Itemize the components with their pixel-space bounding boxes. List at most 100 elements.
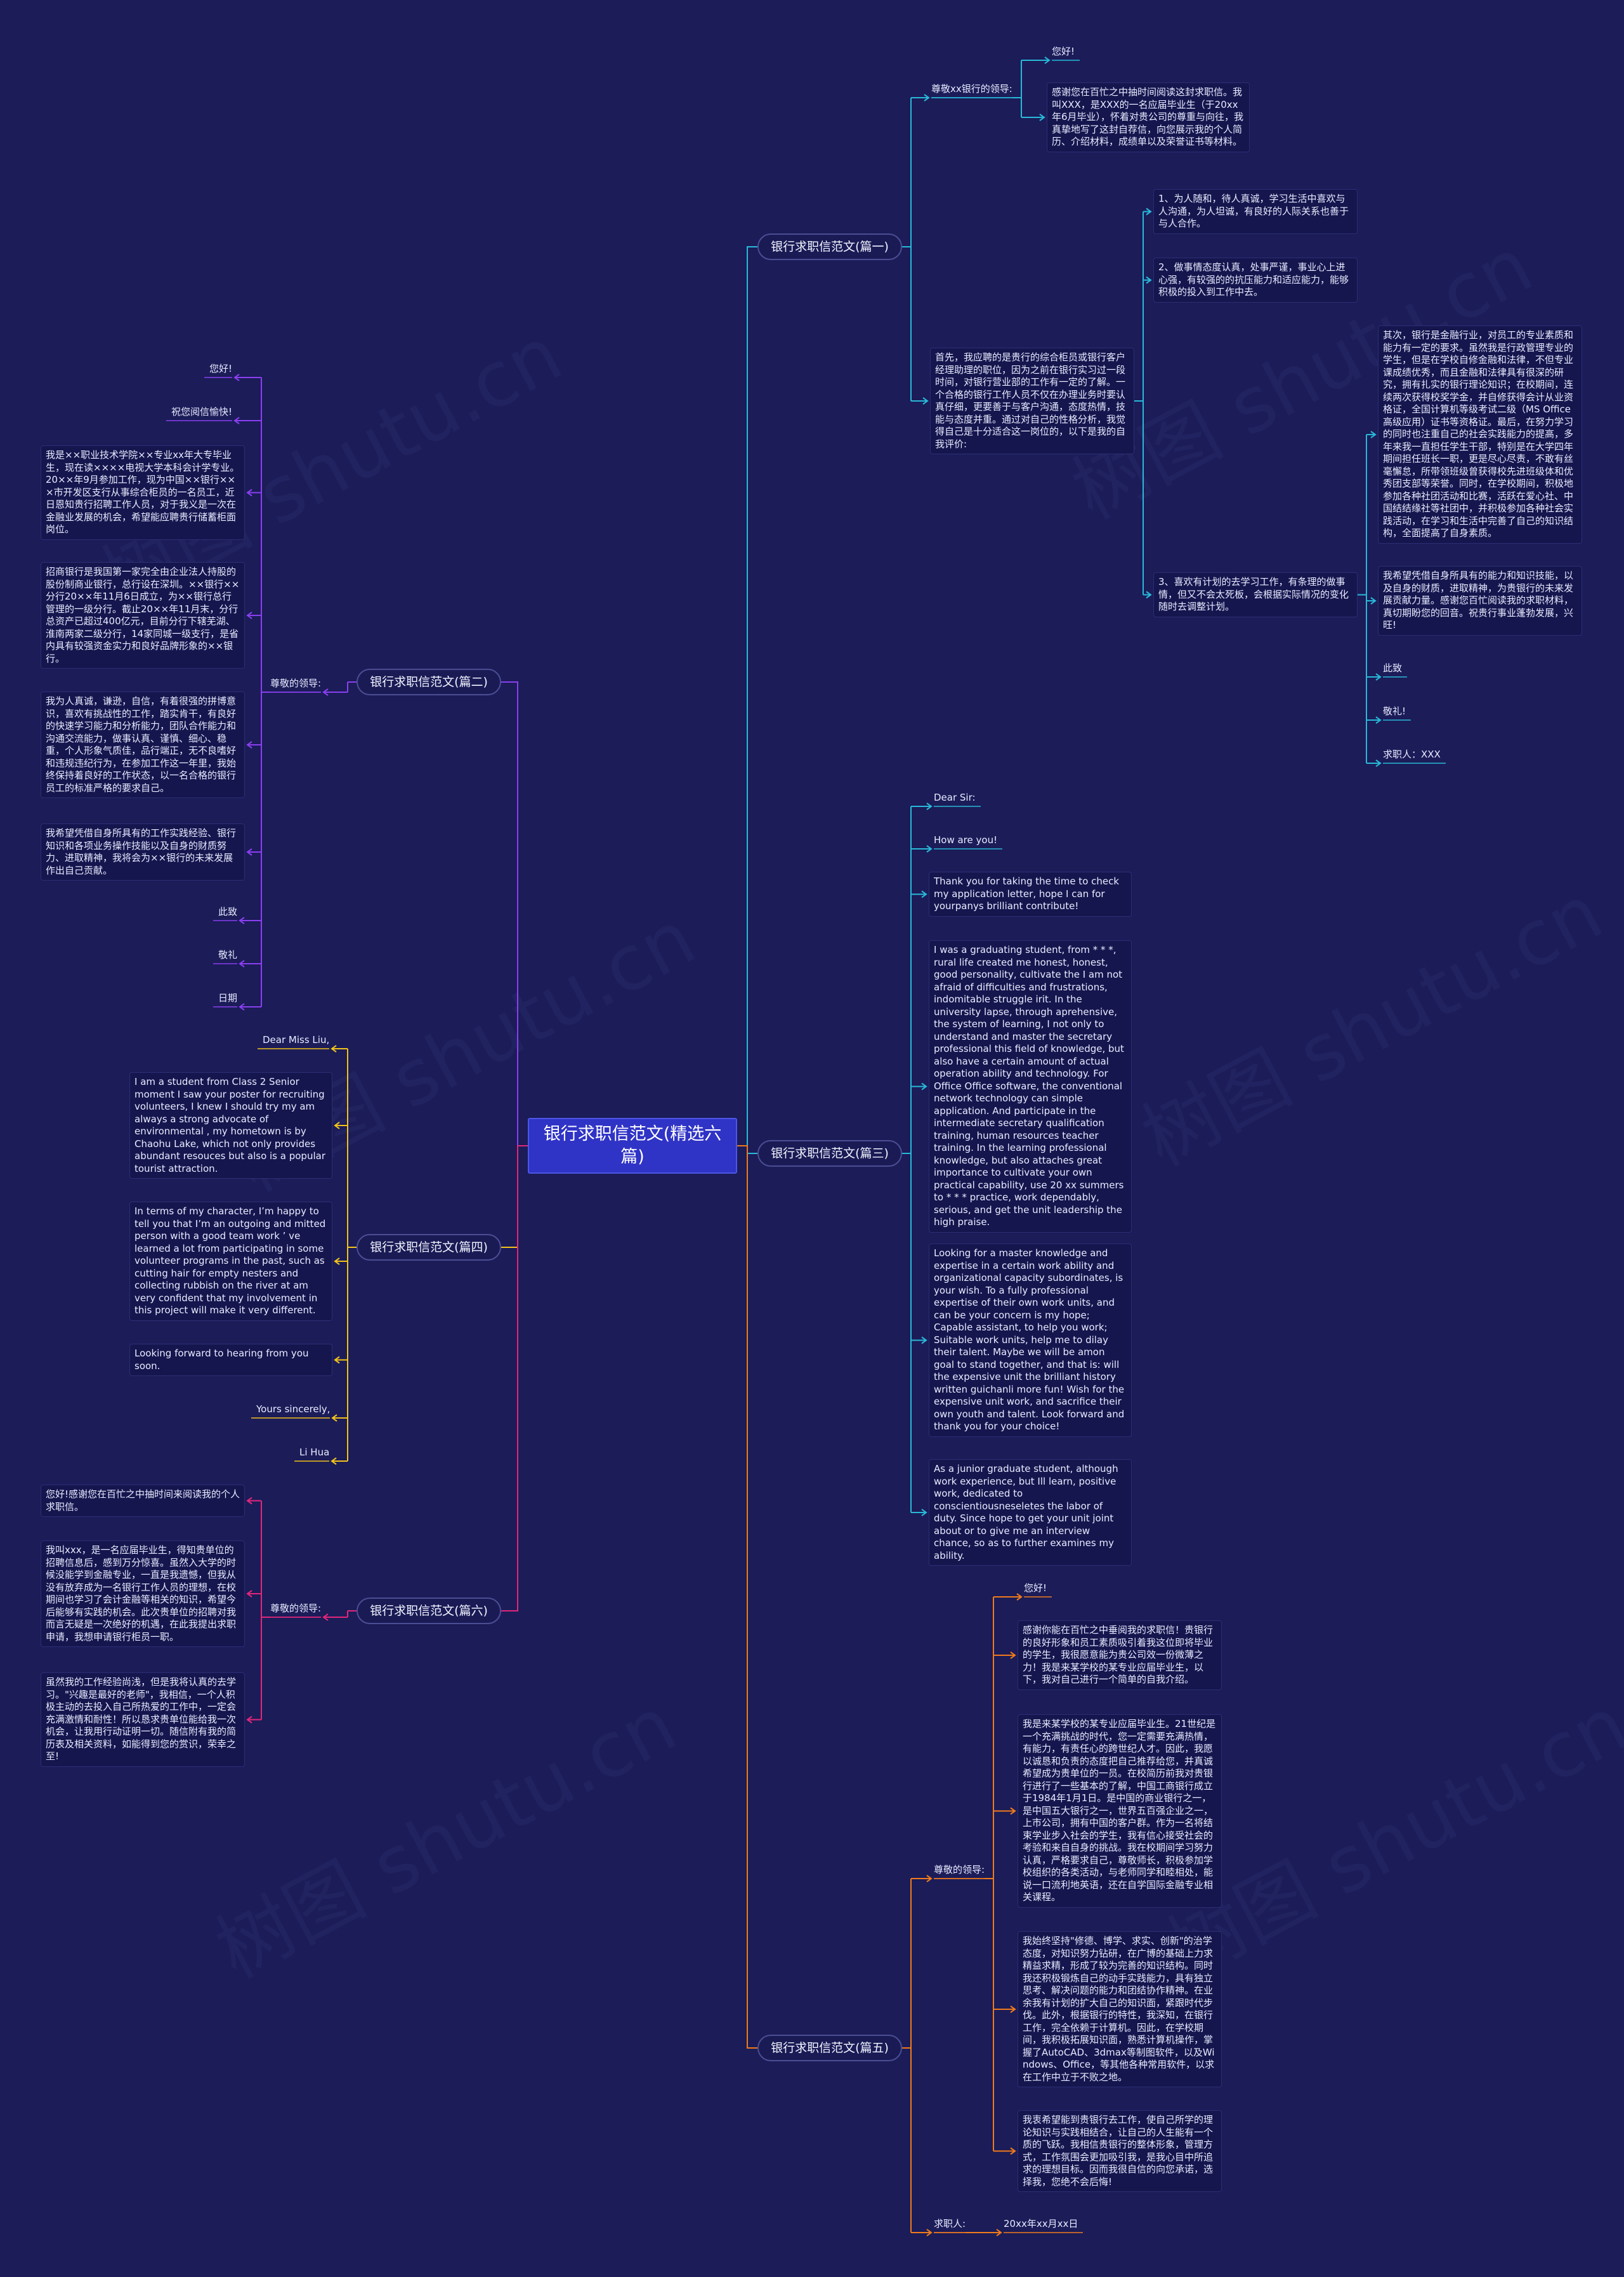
b5-paragraph-2[interactable]: 我是来某学校的某专业应届毕业生。21世纪是一个充满挑战的时代，您一定需要充满热情… <box>1018 1714 1222 1908</box>
b1-salutation[interactable]: 尊敬xx银行的领导: <box>931 83 1012 95</box>
b2-salutation[interactable]: 尊敬的领导: <box>270 678 322 689</box>
b1-closing-ci[interactable]: 此致 <box>1383 662 1403 674</box>
connector-line <box>501 1145 528 1248</box>
connector-arrow <box>331 1414 337 1422</box>
connector-arrow <box>239 1003 245 1011</box>
connector-arrow <box>246 612 252 619</box>
connector-arrow <box>1375 716 1382 724</box>
b5-paragraph-1[interactable]: 感谢你能在百忙之中垂阅我的求职信！贵银行的良好形象和员工素质吸引着我这位即将毕业… <box>1018 1620 1222 1690</box>
b5-salutation[interactable]: 尊敬的领导: <box>934 1864 985 1875</box>
connector-arrow <box>926 803 933 810</box>
b2-paragraph-3[interactable]: 我为人真诚，谦逊，自信，有着很强的拼博意识，喜欢有挑战性的工作，踏实肯干，有良好… <box>41 692 245 798</box>
connector-arrow <box>1010 1807 1016 1815</box>
connector-arrow <box>334 1356 340 1364</box>
connector-arrow <box>1044 56 1051 64</box>
connector-arrow <box>331 1045 337 1053</box>
b2-paragraph-2[interactable]: 招商银行是我国第一家完全由企业法人持股的股份制商业银行，总行设在深圳。××银行×… <box>41 562 245 669</box>
connector-arrow <box>233 417 240 424</box>
connector-arrow <box>1146 207 1152 216</box>
branch-b3[interactable]: 银行求职信范文(篇三) <box>757 1140 902 1167</box>
connector-arrow <box>322 1613 329 1621</box>
b1-hello[interactable]: 您好! <box>1052 46 1075 57</box>
b3-paragraph-3[interactable]: As a junior graduate student, although w… <box>929 1459 1132 1566</box>
b2-closing-jingli[interactable]: 敬礼 <box>218 949 238 961</box>
b1-intro[interactable]: 感谢您在百忙之中抽时间阅读这封求职信。我叫XXX，是XXX的一名应届毕业生（于2… <box>1047 82 1250 152</box>
connector-arrow <box>246 1590 252 1598</box>
connector-arrow <box>926 845 933 853</box>
connector-arrow <box>1370 597 1377 605</box>
b5-applicant[interactable]: 求职人: <box>934 2218 966 2229</box>
b4-name[interactable]: Li Hua <box>299 1447 330 1458</box>
branch-b2[interactable]: 银行求职信范文(篇二) <box>357 669 501 695</box>
b4-greeting[interactable]: Dear Miss Liu, <box>263 1034 330 1046</box>
connector-arrow <box>239 917 245 924</box>
b2-closing-ci[interactable]: 此致 <box>218 906 238 917</box>
connector-arrow <box>926 1875 933 1882</box>
connector-arrow <box>1039 114 1045 121</box>
b4-forward[interactable]: Looking forward to hearing from you soon… <box>129 1344 332 1376</box>
b4-paragraph-2[interactable]: In terms of my character, I’m happy to t… <box>129 1202 332 1321</box>
b2-paragraph-1[interactable]: 我是××职业技术学院××专业xx年大专毕业生，现在读××××电视大学本科会计学专… <box>41 445 245 540</box>
branch-b4[interactable]: 银行求职信范文(篇四) <box>357 1234 501 1261</box>
b1-point-2[interactable]: 2、做事情态度认真，处事严谨，事业心上进心强，有较强的的抗压能力和适应能力，能够… <box>1153 258 1358 303</box>
b2-hello[interactable]: 您好! <box>209 363 233 374</box>
b2-paragraph-4[interactable]: 我希望凭借自身所具有的工作实践经验、银行知识和各项业务操作技能以及自身的财质努力… <box>41 824 245 881</box>
connector-arrow <box>1370 431 1377 438</box>
b4-yours[interactable]: Yours sincerely, <box>256 1403 331 1415</box>
b6-paragraph-2[interactable]: 我叫xxx，是一名应届毕业生，得知贵单位的招聘信息后，感到万分惊喜。虽然入大学的… <box>41 1540 245 1647</box>
b1-self-evaluation[interactable]: 首先，我应聘的是贵行的综合柜员或银行客户经理助理的职位，因为之前在银行实习过一段… <box>930 348 1134 454</box>
connector-arrow <box>239 960 245 968</box>
b3-greeting[interactable]: Dear Sir: <box>934 792 976 803</box>
b2-date[interactable]: 日期 <box>218 992 238 1004</box>
branch-b5[interactable]: 银行求职信范文(篇五) <box>757 2035 902 2061</box>
b5-hello[interactable]: 您好! <box>1024 1582 1047 1594</box>
connector-arrow <box>1016 1593 1023 1601</box>
b6-salutation[interactable]: 尊敬的领导: <box>270 1603 322 1614</box>
b5-date[interactable]: 20xx年xx月xx日 <box>1004 2218 1078 2229</box>
connector-arrow <box>924 94 930 102</box>
connector-arrow <box>1010 2147 1016 2155</box>
b5-paragraph-3[interactable]: 我始终坚持"修德、博学、求实、创新"的治学态度，对知识努力钻研，在广博的基础上力… <box>1018 1931 1222 2087</box>
b3-paragraph-2[interactable]: Looking for a master knowledge and exper… <box>929 1243 1132 1437</box>
connector-arrow <box>921 1336 927 1344</box>
connector-arrow <box>334 1257 340 1265</box>
connector-line <box>501 681 528 1146</box>
b5-paragraph-4[interactable]: 我衷希望能到贵银行去工作，使自己所学的理论知识与实践相结合，让自己的人生能有一个… <box>1018 2110 1222 2192</box>
connector-line <box>501 1145 528 1611</box>
connector-arrow <box>996 2229 1002 2236</box>
b2-wish[interactable]: 祝您阅信愉快! <box>171 406 233 417</box>
b6-paragraph-3[interactable]: 虽然我的工作经验尚浅，但是我将认真的去学习。"兴趣是最好的老师"，我相信，一个人… <box>41 1672 245 1767</box>
b1-hope[interactable]: 我希望凭借自身所具有的能力和知识技能，以及自身的财质，进取精神，为贵银行的未来发… <box>1378 566 1582 636</box>
connector-arrow <box>922 397 929 405</box>
root-topic[interactable]: 银行求职信范文(精选六篇) <box>528 1118 737 1174</box>
connector-arrow <box>1010 2005 1016 2013</box>
connector-arrow <box>334 1122 340 1129</box>
connector-arrow <box>1146 591 1152 599</box>
connector-arrow <box>921 1509 927 1516</box>
connector-arrow <box>1010 1651 1016 1659</box>
b3-how[interactable]: How are you! <box>934 834 998 846</box>
connector-arrow <box>246 1497 252 1505</box>
connector-arrow <box>331 1457 337 1465</box>
connector-arrow <box>921 1082 927 1091</box>
b4-paragraph-1[interactable]: I am a student from Class 2 Senior momen… <box>129 1072 332 1179</box>
b6-paragraph-1[interactable]: 您好!感谢您在百忙之中抽时间来阅读我的个人求职信。 <box>41 1485 245 1517</box>
b3-thanks[interactable]: Thank you for taking the time to check m… <box>929 872 1132 917</box>
b1-point-1[interactable]: 1、为人随和，待人真诚，学习生活中喜欢与人沟通，为人坦诚，有良好的人际关系也善于… <box>1153 189 1358 234</box>
connector-arrow <box>246 848 252 856</box>
branch-b6[interactable]: 银行求职信范文(篇六) <box>357 1598 501 1624</box>
b3-paragraph-1[interactable]: I was a graduating student, from * * *, … <box>929 940 1132 1233</box>
branch-b1[interactable]: 银行求职信范文(篇一) <box>757 233 902 260</box>
connector-line <box>737 1145 757 2049</box>
connector-arrow <box>322 688 329 696</box>
connector-arrow <box>1375 759 1382 767</box>
b1-point-3[interactable]: 3、喜欢有计划的去学习工作，有条理的做事情，但又不会太死板，会根据实际情况的变化… <box>1153 572 1358 617</box>
b1-detail[interactable]: 其次，银行是金融行业，对员工的专业素质和能力有一定的要求。虽然我是行政管理专业的… <box>1378 325 1582 544</box>
b1-signature[interactable]: 求职人：XXX <box>1383 749 1441 760</box>
connector-arrow <box>921 890 927 898</box>
b1-closing-jingli[interactable]: 敬礼! <box>1383 705 1406 717</box>
connector-arrow <box>233 374 240 381</box>
connector-line <box>737 246 757 1146</box>
connector-arrow <box>1375 673 1382 681</box>
